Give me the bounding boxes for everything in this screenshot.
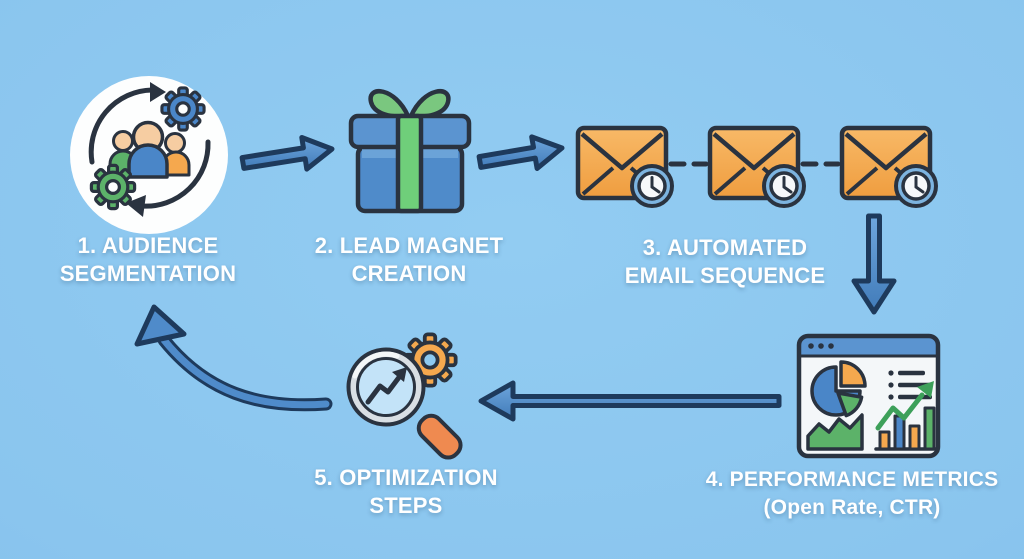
- arrow-step3-to-step4: [851, 213, 897, 315]
- step-3-node: [570, 124, 940, 216]
- envelope-1-icon: [575, 125, 674, 208]
- step-5-node: [330, 320, 465, 460]
- step-1-node: [68, 74, 228, 234]
- gear-green-icon: [89, 163, 137, 211]
- step-2-label-line1: 2. LEAD MAGNET: [314, 233, 504, 258]
- arrow-step5-to-step1: [134, 304, 333, 412]
- gift-ribbon: [395, 113, 424, 214]
- audience-segmentation-icon: [70, 76, 228, 234]
- analytics-dashboard-icon: [796, 333, 941, 459]
- step-4-label-line2: (Open Rate, CTR): [763, 496, 941, 519]
- arrow-step4-to-step5: [478, 380, 782, 422]
- email-clock-sequence-icon: [575, 125, 938, 208]
- list-icon: [888, 370, 932, 400]
- step-1-label: 1. AUDIENCE SEGMENTATION: [18, 232, 278, 288]
- area-chart-icon: [806, 413, 864, 451]
- arrow-step2-to-step3: [476, 134, 565, 171]
- gear-blue-icon: [160, 86, 206, 132]
- gear-orange-icon: [402, 332, 458, 388]
- step-1-label-line2: SEGMENTATION: [59, 261, 237, 286]
- magnifier-gear-icon: [346, 332, 463, 460]
- step-3-label-line2: EMAIL SEQUENCE: [624, 263, 826, 288]
- envelope-2-icon: [707, 125, 806, 208]
- browser-title-bar: [799, 336, 938, 356]
- pie-chart-icon: [810, 360, 867, 418]
- gift-bow-left: [368, 89, 411, 119]
- step-3-label-line1: 3. AUTOMATED: [642, 235, 808, 260]
- clock-icon: [762, 164, 806, 208]
- step-1-label-line1: 1. AUDIENCE: [77, 233, 219, 258]
- step-5-label-line2: STEPS: [369, 493, 443, 518]
- sync-arrows-icon: [88, 87, 211, 209]
- arrow-step1-to-step2: [239, 135, 335, 172]
- step-5-label: 5. OPTIMIZATION STEPS: [286, 464, 526, 520]
- step-3-label: 3. AUTOMATED EMAIL SEQUENCE: [605, 234, 845, 290]
- growth-arrow-icon: [875, 381, 934, 431]
- window-dots-icon: [808, 343, 834, 349]
- clock-icon: [630, 164, 674, 208]
- magnifier-lens: [356, 357, 416, 417]
- clock-icon: [894, 164, 938, 208]
- trend-arrow-icon: [365, 367, 407, 405]
- step-4-label-line1: 4. PERFORMANCE METRICS: [705, 468, 999, 491]
- step-2-node: [345, 83, 475, 218]
- gift-bow-right: [408, 89, 451, 119]
- magnifier-handle: [416, 413, 463, 460]
- sync-arrowhead-top: [150, 82, 166, 102]
- rim-highlight: [352, 351, 400, 379]
- step-4-label: 4. PERFORMANCE METRICS (Open Rate, CTR): [692, 466, 1012, 522]
- step-4-node: [796, 333, 941, 459]
- step-2-label: 2. LEAD MAGNET CREATION: [289, 232, 529, 288]
- gift-box-icon: [348, 89, 472, 214]
- step-5-label-line1: 5. OPTIMIZATION: [314, 465, 498, 490]
- step-2-label-line2: CREATION: [351, 261, 467, 286]
- envelope-3-icon: [839, 125, 938, 208]
- sync-arrowhead-bottom: [126, 195, 146, 217]
